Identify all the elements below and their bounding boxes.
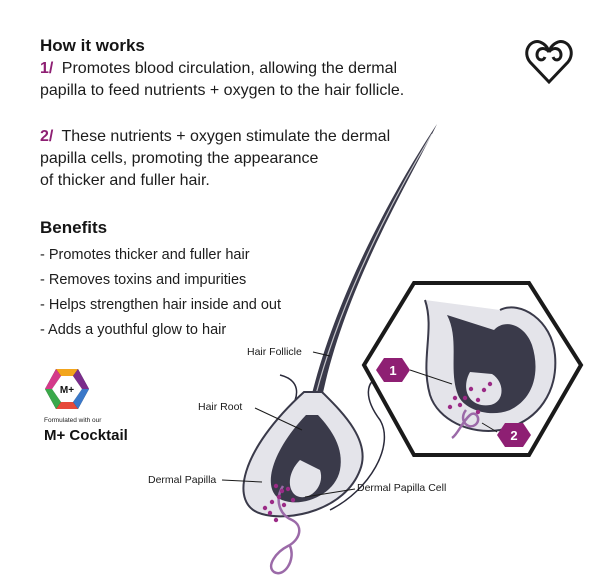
step-2: 2/ These nutrients + oxygen stimulate th… xyxy=(40,126,390,192)
badge-caption: Formulated with our xyxy=(44,417,102,424)
step-1-number: 1/ xyxy=(40,60,54,77)
papilla-strand xyxy=(269,485,301,575)
badge-name: M+ Cocktail xyxy=(44,427,128,444)
leader-hair-root xyxy=(254,407,303,431)
label-hair-root: Hair Root xyxy=(198,401,243,413)
label-dermal-papilla: Dermal Papilla xyxy=(148,474,217,486)
callout-1-leader xyxy=(409,369,453,385)
follicle-outer-right xyxy=(329,375,386,511)
step-2-number: 2/ xyxy=(40,128,54,145)
how-it-works-title: How it works xyxy=(40,36,145,55)
step-1-line-1: Promotes blood circulation, allowing the… xyxy=(61,60,398,77)
step-2-line-3: of thicker and fuller hair. xyxy=(40,172,210,189)
brand-heart-icon xyxy=(525,40,573,85)
benefit-item: - Promotes thicker and fuller hair xyxy=(40,247,250,263)
benefits-title: Benefits xyxy=(40,218,108,237)
label-dermal-papilla-cell: Dermal Papilla Cell xyxy=(357,482,447,494)
zoom-nutrient-dots xyxy=(447,381,493,415)
hair-bulb-inner xyxy=(270,415,341,503)
benefits-list: - Promotes thicker and fuller hair - Rem… xyxy=(40,243,281,343)
leader-dermal-papilla xyxy=(221,479,263,483)
benefit-item: - Adds a youthful glow to hair xyxy=(40,322,227,338)
nutrient-dots xyxy=(262,483,296,523)
label-hair-follicle: Hair Follicle xyxy=(247,346,302,358)
m-plus-logo-text: M+ xyxy=(60,385,74,396)
zoom-strand xyxy=(451,409,480,440)
hair-shaft-highlight xyxy=(311,133,433,411)
step-2-line-2: papilla cells, promoting the appearance xyxy=(40,150,319,167)
callout-1-badge xyxy=(376,358,410,382)
callout-2-badge xyxy=(497,423,531,447)
hair-shaft xyxy=(306,124,437,420)
benefit-item: - Removes toxins and impurities xyxy=(40,272,247,288)
benefit-item: - Helps strengthen hair inside and out xyxy=(40,297,282,313)
m-plus-hexagon-icon: M+ xyxy=(45,369,89,409)
dermal-papilla-shape xyxy=(289,460,322,498)
leader-dermal-papilla-cell xyxy=(304,488,356,498)
callout-2-label: 2 xyxy=(510,428,517,443)
step-2-line-1: These nutrients + oxygen stimulate the d… xyxy=(61,128,391,145)
leader-hair-follicle xyxy=(312,351,331,357)
step-1-line-2: papilla to feed nutrients + oxygen to th… xyxy=(40,82,405,99)
callout-2-leader xyxy=(481,422,498,433)
step-1: 1/ Promotes blood circulation, allowing … xyxy=(40,58,404,102)
callout-1-label: 1 xyxy=(389,363,396,378)
